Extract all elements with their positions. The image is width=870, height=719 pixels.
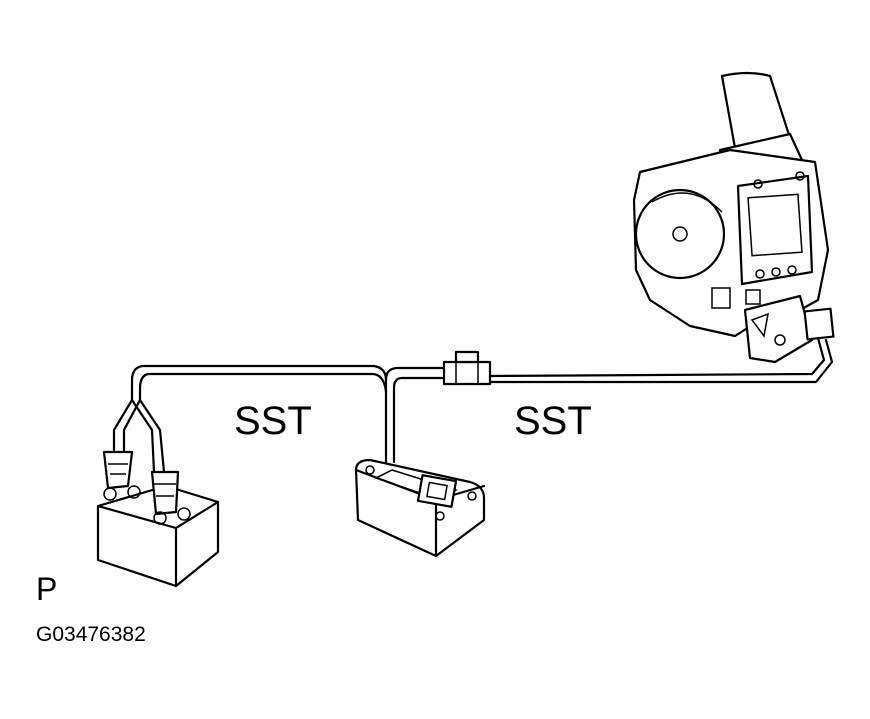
sst-tester: [354, 458, 486, 558]
sst-label-right: SST: [514, 399, 592, 443]
figure-code: G03476382: [36, 623, 146, 646]
view-letter: P: [36, 571, 58, 607]
harness-cable: [112, 336, 834, 474]
pretensioner-unit: [632, 71, 835, 364]
sst-label-left: SST: [234, 399, 312, 443]
battery: [96, 450, 220, 588]
